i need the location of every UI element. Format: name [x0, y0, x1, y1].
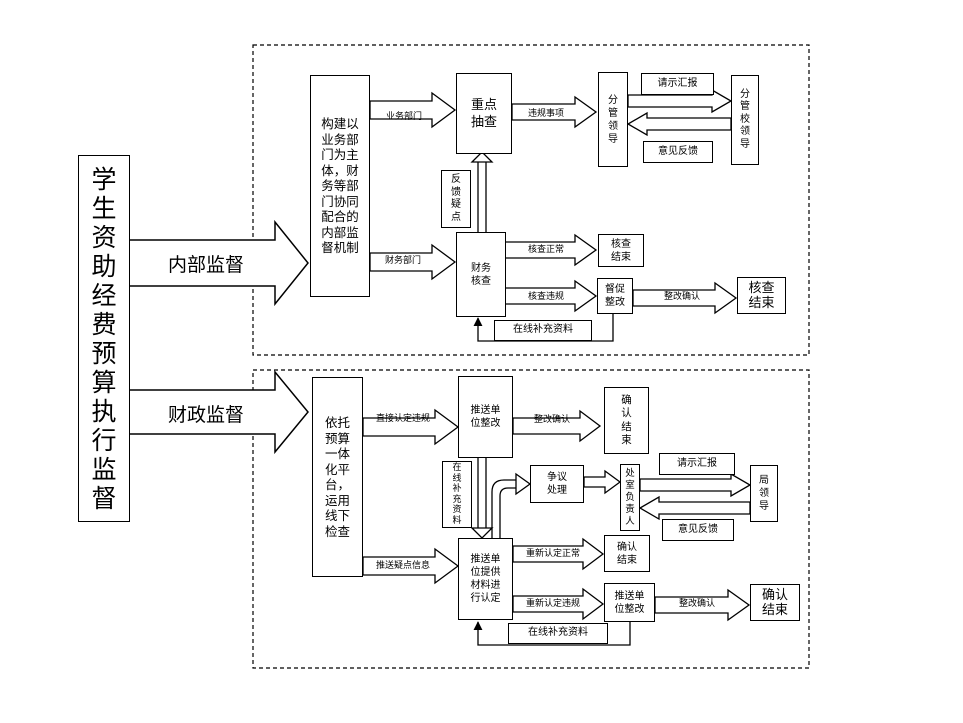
- internal-mechanism-box: 构建以 业务部 门为主 体，财 务等部 门协同 配合的 内部监 督机制: [310, 75, 370, 297]
- finance-check-text: 财务 核查: [471, 262, 491, 287]
- internal-big-arrow: [127, 219, 309, 307]
- label-push-doubt: 推送疑点信息: [376, 561, 431, 571]
- dispute-curve-arrow: [491, 479, 518, 538]
- unit-provide-text: 推送单 位提供 材料进 行认定: [470, 554, 501, 604]
- division-leader-box: 分 管 领 导: [598, 72, 628, 167]
- school-leader-box: 分 管 校 领 导: [731, 75, 759, 165]
- online-supplement-text-internal: 在线补充资料: [513, 324, 573, 336]
- feedback-box-finance: 意见反馈: [662, 519, 734, 541]
- label-violation-item: 违规事项: [528, 109, 565, 119]
- arrow-fix-confirm-2: [654, 588, 751, 622]
- feedback-box-internal: 意见反馈: [643, 141, 713, 163]
- arrow-fix-confirm-1: [512, 409, 602, 443]
- confirm-end-big-box: 确认 结束: [750, 584, 800, 621]
- label-finance-dept: 财务部门: [385, 256, 422, 266]
- online-supplement-box-internal: 在线补充资料: [494, 320, 592, 341]
- arrow-dispute-to-head: [583, 469, 622, 495]
- arrow-recheck-normal: [512, 537, 605, 571]
- arrow-violation-item: [511, 95, 598, 129]
- finance-platform-box: 依托 预算 一体 化平 台， 运用 线下 检查: [312, 377, 363, 577]
- push-fix-box: 推送单 位整改: [458, 376, 513, 458]
- supervise-fix-box: 督促 整改: [597, 278, 633, 314]
- check-end-big-box: 核查 结束: [737, 277, 786, 314]
- label-fix-confirm-2: 整改确认: [679, 599, 716, 609]
- check-end-big-text: 核查 结束: [748, 280, 775, 311]
- request-report-arrow-finance: [639, 472, 752, 498]
- label-recheck-violation: 重新认定违规: [526, 599, 581, 609]
- internal-mechanism-text: 构建以 业务部 门为主 体，财 务等部 门协同 配合的 内部监 督机制: [321, 116, 359, 256]
- request-report-text-finance: 请示汇报: [677, 457, 717, 469]
- label-business-dept: 业务部门: [386, 112, 423, 122]
- feedback-arrow-finance: [638, 495, 751, 521]
- supervise-fix-text: 督促 整改: [605, 284, 625, 308]
- confirm-end-tall-text: 确 认 结 束: [621, 393, 632, 447]
- key-check-text: 重点 抽查: [470, 97, 497, 130]
- unit-provide-box: 推送单 位提供 材料进 行认定: [458, 538, 513, 620]
- finance-arrow-label: 财政监督: [168, 404, 245, 426]
- feedback-doubt-box: 反 馈 疑 点: [441, 170, 471, 228]
- supplement-loop-internal: [473, 314, 614, 342]
- push-fix-text: 推送单 位整改: [470, 405, 501, 429]
- internal-arrow-label: 内部监督: [168, 254, 245, 276]
- main-title: 学 生 资 助 经 费 预 算 执 行 监 督: [91, 164, 117, 513]
- dispute-text: 争议 处理: [547, 472, 567, 496]
- finance-platform-text: 依托 预算 一体 化平 台， 运用 线下 检查: [324, 415, 350, 539]
- check-end-small-box: 核查 结束: [598, 234, 644, 267]
- division-leader-text: 分 管 领 导: [608, 94, 618, 145]
- check-end-small-text: 核查 结束: [611, 238, 631, 263]
- down-arrow-head: [470, 527, 494, 539]
- feedback-arrow-internal: [626, 111, 732, 137]
- push-fix-2-box: 推送单 位整改: [604, 583, 655, 622]
- feedback-text-finance: 意见反馈: [678, 523, 718, 535]
- label-recheck-normal: 重新认定正常: [526, 549, 581, 559]
- bureau-leader-box: 局 领 导: [750, 465, 778, 522]
- label-fix-confirm-finance: 整改确认: [534, 415, 571, 425]
- arrow-recheck-violation: [512, 587, 605, 621]
- label-direct-violation: 直接认定违规: [376, 414, 431, 424]
- key-check-box: 重点 抽查: [456, 73, 512, 154]
- feedback-text-internal: 意见反馈: [658, 145, 698, 157]
- arrow-business-dept: [369, 91, 457, 129]
- internal-section-frame: [252, 44, 810, 356]
- push-fix-2-text: 推送单 位整改: [614, 590, 645, 615]
- label-check-normal: 核查正常: [528, 245, 565, 255]
- label-check-violation: 核查违规: [528, 292, 565, 302]
- main-title-box: 学 生 资 助 经 费 预 算 执 行 监 督: [78, 155, 130, 522]
- doubt-arrow-head: [470, 151, 494, 163]
- dispute-curve-head: [515, 472, 532, 496]
- school-leader-text: 分 管 校 领 导: [740, 88, 750, 150]
- arrow-push-doubt: [362, 547, 460, 585]
- online-supplement-box-finance: 在线补充资料: [508, 623, 608, 644]
- arrow-direct-violation: [362, 408, 460, 446]
- arrow-check-violation: [504, 279, 598, 313]
- dispute-curve-arrow-outer: [499, 487, 518, 538]
- confirm-end-small-box: 确认 结束: [604, 535, 650, 572]
- confirm-end-big-text: 确认 结束: [761, 587, 788, 618]
- feedback-doubt-text: 反 馈 疑 点: [451, 174, 461, 223]
- dispute-box: 争议 处理: [530, 465, 584, 503]
- request-report-box-finance: 请示汇报: [659, 453, 735, 475]
- supplement-vertical-text: 在 线 补 充 资 料: [452, 463, 462, 526]
- request-report-text-internal: 请示汇报: [657, 77, 698, 89]
- label-fix-confirm-internal: 整改确认: [664, 292, 701, 302]
- supplement-loop-finance: [473, 621, 631, 646]
- online-supplement-text-finance: 在线补充资料: [528, 627, 588, 639]
- supplement-vertical-box: 在 线 补 充 资 料: [442, 461, 472, 528]
- bureau-leader-text: 局 领 导: [759, 475, 769, 512]
- dept-head-box: 处 室 负 责 人: [620, 464, 640, 531]
- dept-head-text: 处 室 负 责 人: [625, 467, 635, 527]
- arrow-finance-dept: [369, 243, 457, 281]
- finance-check-box: 财务 核查: [456, 232, 506, 317]
- arrow-check-normal: [504, 233, 598, 267]
- finance-big-arrow: [127, 369, 309, 455]
- request-report-box-internal: 请示汇报: [641, 73, 714, 95]
- confirm-end-tall-box: 确 认 结 束: [604, 387, 649, 454]
- arrow-fix-confirm: [632, 281, 738, 315]
- confirm-end-small-text: 确认 结束: [617, 541, 637, 566]
